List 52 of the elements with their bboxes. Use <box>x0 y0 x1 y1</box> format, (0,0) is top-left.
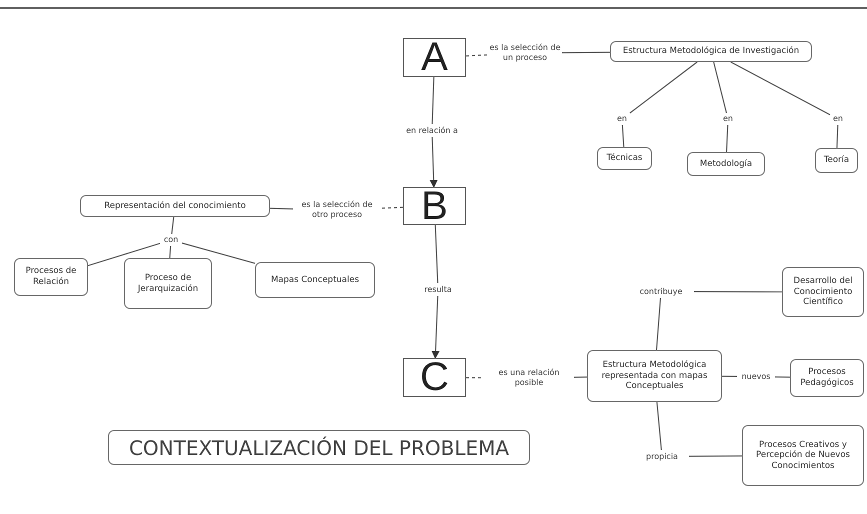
concept-box: Procesos Creativos y Percepción de Nuevos Conocimientos <box>742 425 864 486</box>
concept-box: Estructura Metodológica de Investigación <box>610 41 812 62</box>
connector-line <box>722 376 737 377</box>
linking-phrase: en <box>722 114 734 124</box>
arrow <box>430 136 438 188</box>
concept-box: Procesos Pedagógicos <box>790 359 864 397</box>
connector-line <box>182 242 256 264</box>
arrow <box>432 296 440 359</box>
connector-line <box>694 291 782 292</box>
connector-line <box>836 124 838 148</box>
connector-line <box>434 224 438 284</box>
connector-line <box>270 208 294 210</box>
linking-phrase: es la selección de un proceso <box>488 43 562 63</box>
linking-phrase: contribuye <box>638 286 684 296</box>
connector-line <box>466 377 484 378</box>
linking-phrase: en <box>616 114 628 124</box>
letter-box: C <box>403 358 466 397</box>
concept-box: Técnicas <box>597 147 652 170</box>
connector-line <box>630 62 698 114</box>
connector-line <box>466 54 488 56</box>
connector-line <box>432 76 434 124</box>
concept-box: Proceso de Jerarquización <box>124 258 212 309</box>
linking-phrase: propicia <box>645 452 679 462</box>
letter-box: B <box>403 187 466 225</box>
connector-line <box>656 298 662 350</box>
linking-phrase: con <box>162 235 180 245</box>
connector-line <box>774 376 790 378</box>
connector-line <box>689 455 742 457</box>
concept-box: Desarrollo del Conocimiento Científico <box>782 267 864 317</box>
connector-line <box>171 216 174 234</box>
connector-line <box>622 124 624 148</box>
linking-phrase: nuevos <box>740 372 772 382</box>
linking-phrase: resulta <box>423 284 453 294</box>
letter-box: A <box>403 38 466 77</box>
title-box: CONTEXTUALIZACIÓN DEL PROBLEMA <box>108 430 530 465</box>
concept-box: Estructura Metodológica representada con mapas Conceptuales <box>587 350 722 402</box>
connector-line <box>88 242 160 266</box>
concept-box: Metodología <box>687 152 765 176</box>
concept-box: Teoría <box>815 148 858 173</box>
connector-line <box>730 62 830 116</box>
connector-line <box>169 246 172 258</box>
connector-line <box>380 206 404 209</box>
linking-phrase: en relación a <box>405 126 459 136</box>
connector-line <box>726 124 728 152</box>
connector-line <box>656 402 662 450</box>
connector-line <box>562 52 610 54</box>
concept-box: Mapas Conceptuales <box>255 262 375 298</box>
linking-phrase: en <box>832 114 844 124</box>
concept-box: Representación del conocimiento <box>80 195 270 217</box>
connector-line <box>713 62 728 114</box>
concept-box: Procesos de Relación <box>14 258 88 296</box>
connector-line <box>574 376 587 378</box>
